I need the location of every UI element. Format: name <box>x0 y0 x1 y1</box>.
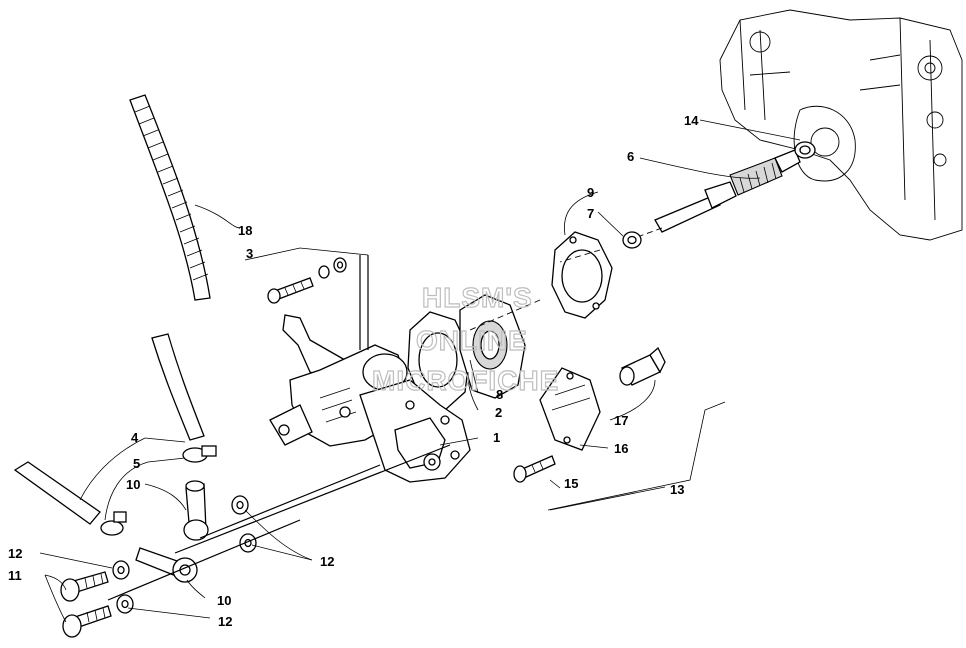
callout-18: 18 <box>238 223 252 238</box>
callout-8: 8 <box>496 387 503 402</box>
gasket-9 <box>551 231 613 319</box>
callout-10-upper: 10 <box>126 477 140 492</box>
callout-10-lower: 10 <box>217 593 231 608</box>
engine-crankcase <box>719 9 963 241</box>
callout-5: 5 <box>133 456 140 471</box>
leader-lines <box>39 119 801 623</box>
hose-18 <box>129 94 211 301</box>
callout-14: 14 <box>684 113 699 128</box>
callout-15: 15 <box>564 476 578 491</box>
callout-3: 3 <box>246 246 253 261</box>
callout-6: 6 <box>627 149 634 164</box>
drive-shaft <box>639 149 801 237</box>
o-ring-7 <box>622 231 642 249</box>
watermark: HLSM'S ONLINE MICROFICHE <box>371 281 559 396</box>
callout-17: 17 <box>614 413 628 428</box>
callout-12-bottom: 12 <box>218 614 232 629</box>
bolts-11 <box>60 571 112 638</box>
bolt-3 <box>267 257 347 304</box>
callout-4: 4 <box>131 430 139 445</box>
callout-9: 9 <box>587 185 594 200</box>
watermark-line-3: MICROFICHE <box>372 365 559 396</box>
clamp-5 <box>100 445 217 536</box>
watermark-line-2: ONLINE <box>416 325 528 356</box>
callout-2: 2 <box>495 405 502 420</box>
assembly-guide-lines <box>107 249 601 601</box>
gasket-2 <box>407 311 471 411</box>
callout-16: 16 <box>614 441 628 456</box>
callout-13: 13 <box>670 482 684 497</box>
bushing-14 <box>794 141 816 159</box>
callout-7: 7 <box>587 206 594 221</box>
watermark-line-1: HLSM'S <box>422 282 533 313</box>
washers-12 <box>112 495 257 614</box>
callout-12-left: 12 <box>8 546 22 561</box>
callout-labels: 1 2 3 4 5 6 7 8 9 10 10 11 12 12 12 13 1… <box>8 113 699 629</box>
cap-17 <box>619 346 666 386</box>
flange-8 <box>459 294 526 399</box>
banjo-fitting-upper <box>183 480 209 541</box>
cover-16 <box>539 367 601 451</box>
screw-15 <box>513 455 556 483</box>
hose-4 <box>13 333 205 525</box>
banjo-fitting-lower <box>135 547 198 583</box>
callout-12-right: 12 <box>320 554 334 569</box>
oil-pump-assembly <box>269 314 471 483</box>
callout-1: 1 <box>493 430 500 445</box>
callout-11: 11 <box>8 568 22 583</box>
